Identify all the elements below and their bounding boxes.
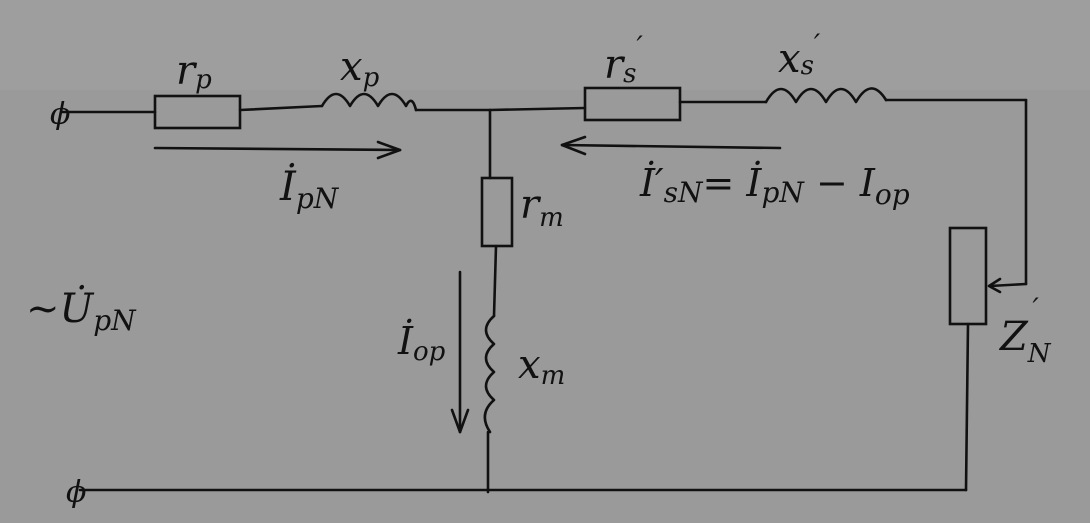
label-rs: rs′ [604, 30, 643, 89]
arrow-iop-head [450, 408, 470, 434]
arrow-ipn-head [376, 140, 402, 160]
resistor-rp [153, 94, 242, 130]
wire-wiper [988, 282, 1028, 288]
wire-load-to-bottom [964, 322, 970, 492]
paper-shade [0, 0, 1090, 90]
label-xm: xm [518, 342, 565, 391]
inductor-xm [483, 314, 496, 434]
label-voltage: ~U̇pN [26, 285, 137, 337]
label-rm: rm [520, 182, 564, 233]
label-zn: ZN′ [998, 292, 1052, 369]
arrow-isn-head [560, 135, 587, 156]
load-impedance-zn [948, 226, 988, 326]
arrow-ipn-shaft [153, 146, 402, 152]
label-ipn: İpN [279, 163, 340, 215]
inductor-xs [764, 87, 888, 104]
label-isn-equation: İ′sN= İpN − Iop [639, 161, 910, 211]
terminal-top: ϕ [50, 97, 70, 132]
resistor-rs [583, 86, 682, 122]
wire-node-to-rs [488, 106, 587, 112]
wiper-arrowhead [987, 277, 1002, 294]
wire-rp-to-xp [238, 104, 324, 112]
terminal-bottom: ϕ [66, 475, 86, 510]
label-iop: İop [397, 319, 446, 367]
arrow-isn-shaft [560, 143, 782, 150]
inductor-xp [320, 92, 418, 112]
resistor-rm [480, 176, 514, 248]
label-rp: rp [176, 48, 212, 95]
wire-rm-to-xm [492, 244, 498, 318]
label-xs: xs′ [778, 28, 821, 82]
label-xp: xp [340, 44, 380, 93]
